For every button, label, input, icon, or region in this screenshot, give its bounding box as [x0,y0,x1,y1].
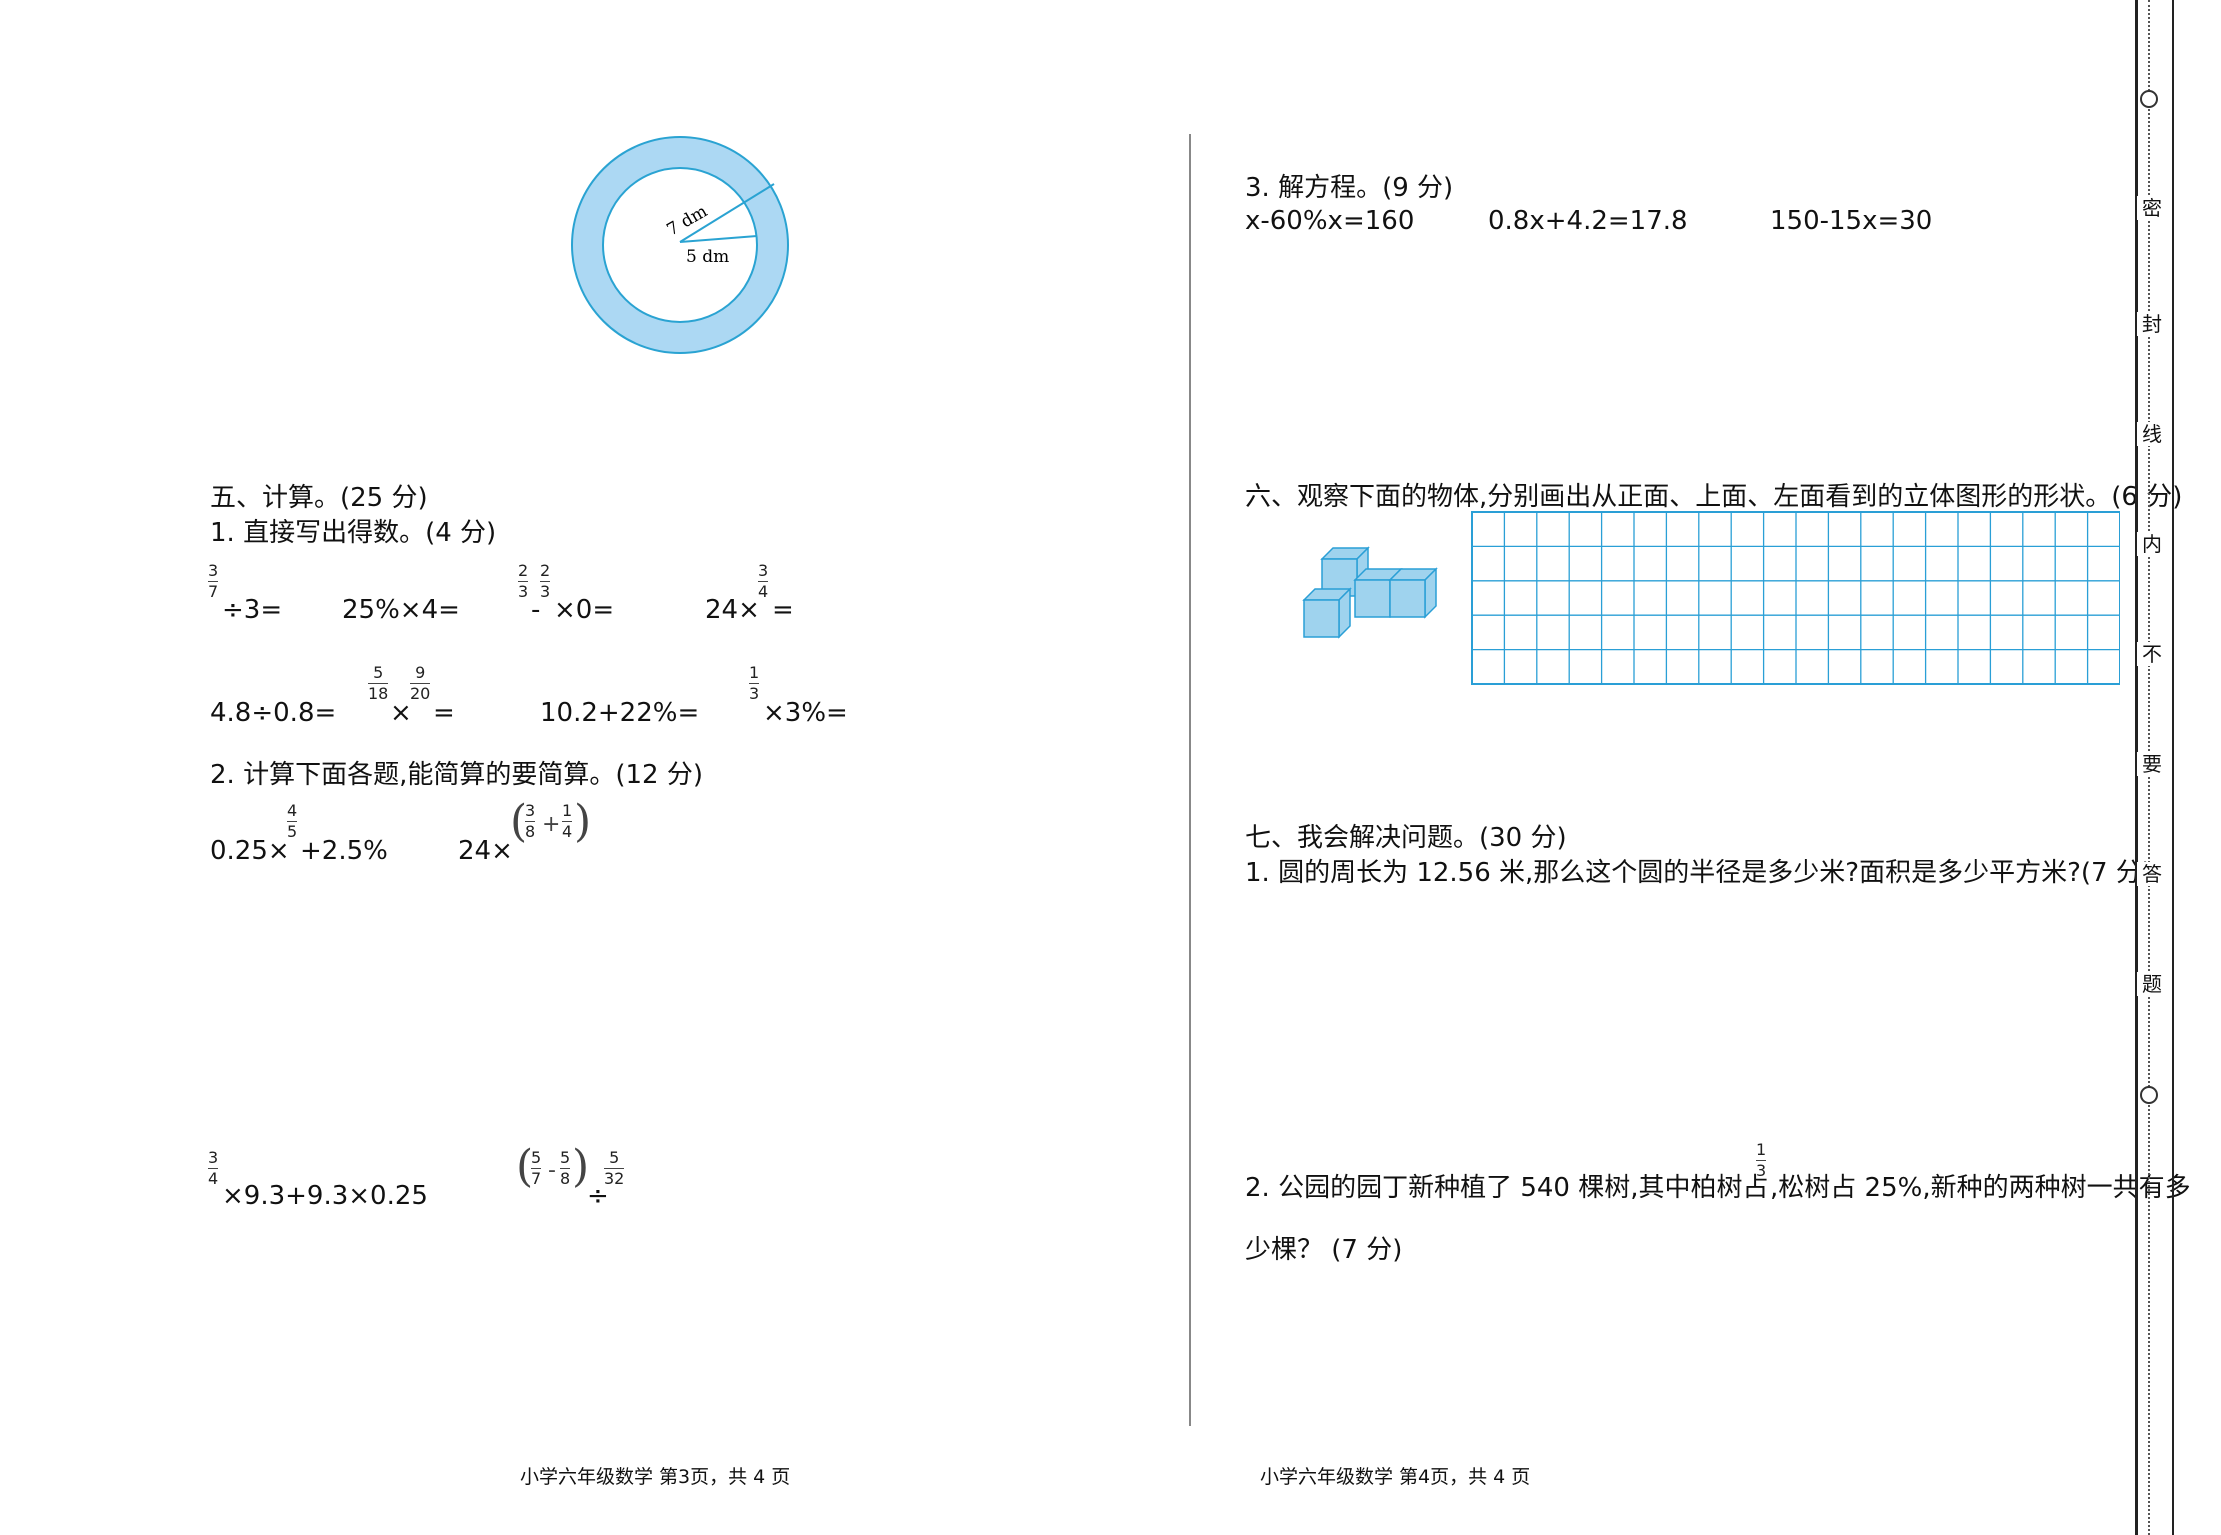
row1-c-dash: - [531,595,541,625]
cube-figure [1302,546,1438,639]
q3-title: 3. 解方程。(9 分) [1245,173,1454,203]
row4-b-op: - [548,1158,556,1183]
problem-1: 1. 圆的周长为 12.56 米,那么这个圆的半径是多少米?面积是多少平方米?(… [1245,858,2152,888]
problem-2-post: ,松树占 25%,新种的两种树一共有多 [1770,1173,2191,1203]
row2-a-text: 4.8÷0.8= [210,698,337,728]
row2-b-mid: × [390,698,412,728]
radius-outer-line [679,183,775,243]
seal-char-2: 封 [2137,312,2167,336]
row3-a-rest: +2.5% [300,836,388,866]
equation-2: 0.8x+4.2=17.8 [1488,206,1688,236]
section5-title: 五、计算。(25 分) [210,483,428,513]
row4-b-div: ÷ [587,1181,609,1211]
section7-title: 七、我会解决问题。(30 分) [1245,823,1567,853]
row3-b-pre: 24× [458,836,513,866]
row1-d-pre: 24× [705,595,760,625]
binding-inner-line [2172,0,2174,1535]
inner-radius-label: 5 dm [686,247,729,267]
row1-b-text: 25%×4= [342,595,460,625]
seal-char-5: 不 [2137,642,2167,666]
section6-title: 六、观察下面的物体,分别画出从正面、上面、左面看到的立体图形的形状。(6 分) [1245,482,2183,512]
row3-b-left-paren: ( [510,796,528,847]
row4-b-right-paren: ) [572,1141,590,1192]
page-divider [1189,134,1191,1426]
q2-title: 2. 计算下面各题,能简算的要简算。(12 分) [210,760,703,790]
row1-c-text: ×0= [554,595,615,625]
seal-char-3: 线 [2137,422,2167,446]
row4-a-rest: ×9.3+9.3×0.25 [222,1181,428,1211]
left-footer: 小学六年级数学 第3页，共 4 页 [520,1466,791,1488]
row1-a-text: ÷3= [222,595,283,625]
seal-char-4: 内 [2137,532,2167,556]
drawing-grid [1471,511,2120,685]
seal-char-6: 要 [2137,752,2167,776]
ring-inner [602,167,758,323]
problem-2-pre: 2. 公园的园丁新种植了 540 棵树,其中柏树占 [1245,1173,1769,1203]
equation-3: 150-15x=30 [1770,206,1933,236]
problem-2-line2: 少棵？ (7 分) [1245,1235,1403,1265]
row2-d-rest: ×3%= [763,698,848,728]
binding-hole-top [2140,90,2158,108]
radius-inner-line [679,235,758,243]
q1-title: 1. 直接写出得数。(4 分) [210,518,497,548]
equation-1: x-60%x=160 [1245,206,1415,236]
binding-outer-line [2135,0,2138,1535]
row2-c-text: 10.2+22%= [540,698,700,728]
row1-d-rest: = [772,595,794,625]
right-footer: 小学六年级数学 第4页，共 4 页 [1260,1466,1531,1488]
seal-char-8: 题 [2137,972,2167,996]
row3-b-right-paren: ) [574,796,592,847]
row4-b-left-paren: ( [516,1141,534,1192]
seal-char-7: 答 [2137,862,2167,886]
row3-a-pre: 0.25× [210,836,290,866]
ring-figure: 7 dm 5 dm [571,136,789,354]
seal-char-1: 密 [2137,196,2167,220]
binding-hole-bottom [2140,1086,2158,1104]
row2-b-rest: = [433,698,455,728]
row3-b-op: + [542,812,561,837]
